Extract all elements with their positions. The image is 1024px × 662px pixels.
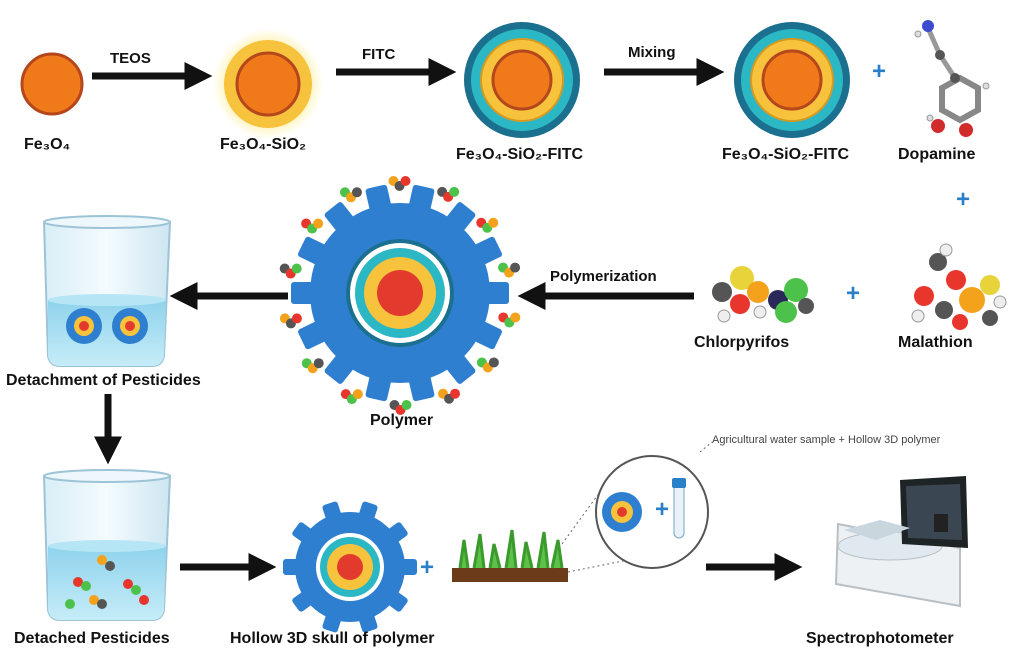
fe3o4-label: Fe₃O₄	[24, 136, 71, 153]
dopamine-label: Dopamine	[898, 146, 976, 163]
bound-pesticide	[510, 312, 521, 323]
plus-sign-5: +	[655, 496, 670, 523]
fe3o4-sio2-fitc-label-2: Fe₃O₄-SiO₂-FITC	[722, 146, 850, 163]
beaker-detachment	[42, 215, 172, 367]
chlorpyrifos-molecule	[712, 266, 814, 323]
bound-pesticide	[291, 313, 302, 324]
polymer-label: Polymer	[370, 412, 434, 429]
hollow-polymer	[283, 501, 417, 633]
spectrophotometer-label: Spectrophotometer	[806, 630, 954, 647]
bound-pesticide	[313, 358, 324, 369]
detached-label: Detached Pesticides	[14, 630, 170, 647]
beaker-detached	[42, 469, 172, 621]
detachment-label: Detachment of Pesticides	[6, 372, 201, 389]
fe3o4-sio2-fitc-particle-2	[734, 22, 850, 138]
polymerization-label: Polymerization	[550, 268, 657, 285]
bound-pesticide	[313, 218, 324, 229]
malathion-molecule	[911, 243, 1007, 330]
bound-pesticide	[351, 187, 362, 198]
fe3o4-sio2-label: Fe₃O₄-SiO₂	[220, 136, 307, 153]
bound-pesticide	[450, 388, 461, 399]
bound-pesticide	[488, 357, 499, 368]
polymer-particle	[279, 176, 521, 415]
bound-pesticide	[488, 217, 499, 228]
bound-pesticide	[449, 186, 460, 197]
spectrophotometer-device	[834, 476, 968, 608]
sample-magnifier	[561, 441, 713, 573]
sample-note: Agricultural water sample + Hollow 3D po…	[712, 434, 941, 446]
bound-pesticide	[291, 263, 302, 274]
fe3o4-sio2-fitc-label: Fe₃O₄-SiO₂-FITC	[456, 146, 584, 163]
chlorpyrifos-label: Chlorpyrifos	[694, 334, 790, 351]
plus-sign-1: +	[872, 58, 887, 85]
fe3o4-sio2-particle	[212, 28, 324, 140]
plus-sign-4: +	[420, 554, 435, 581]
agricultural-soil	[452, 529, 568, 582]
malathion-label: Malathion	[898, 334, 973, 351]
teos-label: TEOS	[110, 50, 151, 67]
plus-sign-3: +	[846, 280, 861, 307]
fitc-label: FITC	[362, 46, 396, 63]
bound-pesticide	[400, 176, 411, 187]
plus-sign-2: +	[956, 186, 971, 213]
bound-pesticide	[401, 399, 412, 410]
fe3o4-particle	[20, 52, 84, 116]
hollow-polymer-label: Hollow 3D skull of polymer	[230, 630, 435, 647]
bound-pesticide	[510, 262, 521, 273]
bound-pesticide	[352, 389, 363, 400]
fe3o4-sio2-fitc-particle	[464, 22, 580, 138]
dopamine-molecule	[914, 20, 990, 137]
mixing-label: Mixing	[628, 44, 676, 61]
